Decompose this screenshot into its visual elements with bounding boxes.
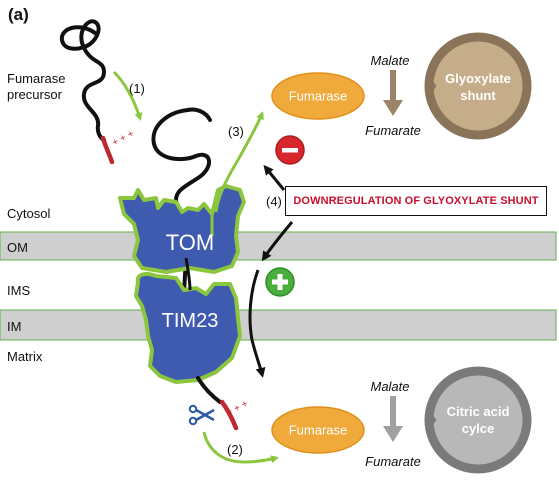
arrow-step4-down: [261, 221, 294, 262]
glyoxylate-label-2: shunt: [460, 88, 496, 103]
matrix-presequence: [219, 399, 239, 431]
citric-conversion-arrowhead: [383, 426, 403, 442]
citric-acid-cycle: [424, 366, 532, 474]
citric-label-1: Citric acid: [446, 404, 510, 419]
citric-cycle-arrowhead: [426, 410, 437, 430]
inner-membrane: [0, 309, 557, 341]
chain-loop-top: [186, 107, 212, 122]
glyoxylate-conversion-arrowhead: [383, 100, 403, 116]
cytosolic-fumarase-label: Fumarase: [288, 88, 348, 104]
fumarase-precursor-label-2: precursor: [7, 87, 62, 102]
fumarase-precursor-label-1: Fumarase: [7, 71, 66, 86]
precursor-chain: [59, 19, 107, 142]
arrow-step2: [202, 431, 279, 464]
glyoxylate-shunt-cycle: [424, 32, 532, 140]
downregulation-text: DOWNREGULATION OF GLYOXYLATE SHUNT: [293, 195, 539, 207]
im-label: IM: [7, 319, 22, 334]
chain-exit-matrix: [196, 376, 222, 404]
glyoxylate-cycle-arrowhead: [426, 76, 437, 96]
arrow-regulation-down: [248, 269, 266, 378]
step4-label: (4): [266, 194, 282, 209]
tim23-complex-shape: [134, 272, 242, 384]
cytosolic-fumarase: [271, 72, 365, 120]
om-label: OM: [7, 240, 28, 255]
minus-icon: [282, 148, 298, 153]
matrix-label: Matrix: [7, 349, 43, 364]
ims-label: IMS: [7, 283, 31, 298]
cytosolic-fumarate-label: Fumarate: [365, 123, 421, 138]
tom-complex-shape: [118, 184, 246, 274]
tim23-label: TIM23: [161, 310, 219, 332]
step2-label: (2): [227, 442, 243, 457]
tom-label: TOM: [165, 230, 215, 255]
step3-label: (3): [228, 124, 244, 139]
matrix-malate-label: Malate: [370, 379, 410, 394]
plus-icon-v: [277, 274, 283, 290]
matrix-fumarate-label: Fumarate: [365, 454, 421, 469]
panel-label: (a): [8, 5, 29, 24]
outer-membrane: [0, 231, 557, 261]
cytosolic-malate-label: Malate: [370, 53, 410, 68]
step1-label: (1): [129, 81, 145, 96]
cytosol-label: Cytosol: [7, 206, 51, 221]
arrow-step3: [214, 111, 264, 213]
glyoxylate-label-1: Glyoxylate: [445, 71, 511, 86]
arrow-step4-up: [263, 164, 286, 191]
precursor-presequence: [100, 135, 115, 165]
downregulation-callout: DOWNREGULATION OF GLYOXYLATE SHUNT: [285, 186, 547, 216]
arrow-step1: [112, 70, 143, 121]
matrix-fumarase: [271, 406, 365, 454]
scissors-icon: [188, 404, 215, 426]
citric-label-2: cylce: [461, 421, 495, 436]
chain-through-tim: [184, 257, 192, 291]
matrix-fumarase-label: Fumarase: [288, 422, 348, 438]
